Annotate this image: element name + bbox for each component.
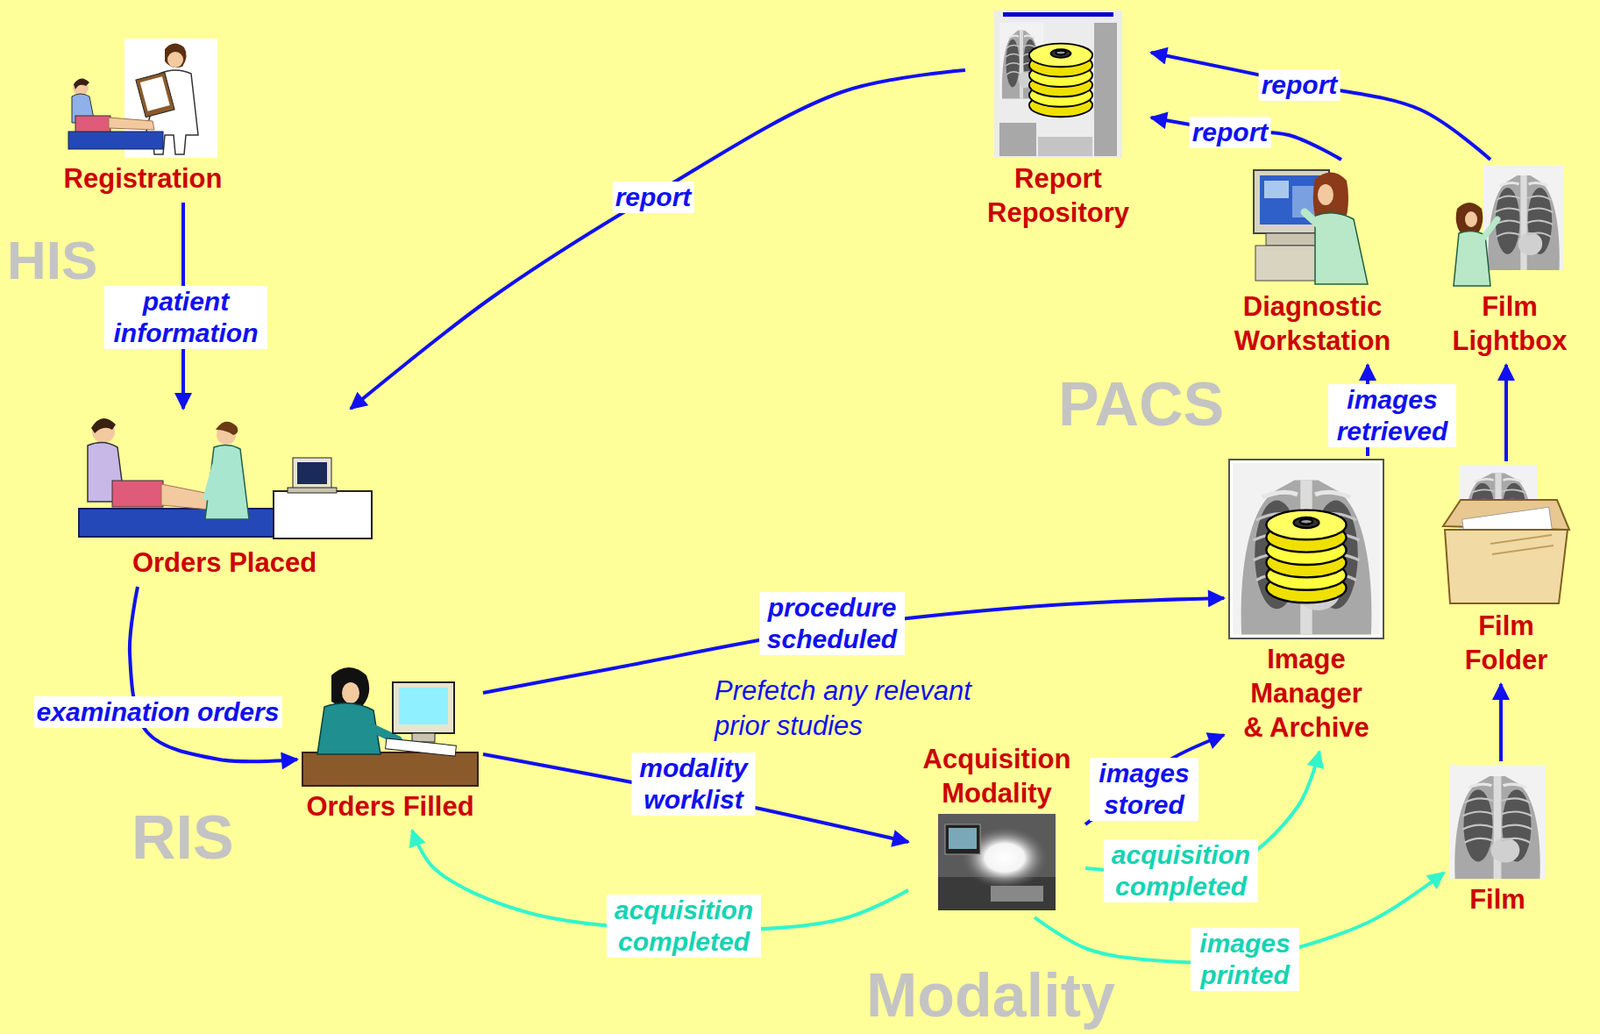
station-node: Film Lightbox	[1438, 159, 1581, 365]
node-label: Film	[1469, 881, 1526, 917]
flow-label: acquisition completed	[1103, 839, 1259, 903]
flow-label: acquisition completed	[606, 894, 761, 958]
icon-slot	[1251, 163, 1374, 286]
station-node: Orders Filled	[297, 659, 484, 831]
flow-label: report	[1189, 116, 1272, 149]
icon-slot	[75, 412, 374, 542]
station-node: Orders Placed	[70, 408, 379, 587]
node-label: Image Manager & Archive	[1239, 641, 1373, 745]
node-label: Orders Placed	[132, 545, 317, 580]
lightbox-illustration	[1453, 164, 1565, 286]
node-label: Acquisition Modality	[913, 741, 1081, 811]
flow-label: images printed	[1190, 927, 1300, 991]
station-node: Image Manager & Archive	[1223, 455, 1389, 752]
icon-slot	[302, 662, 478, 786]
orders-placed-illustration	[78, 418, 372, 539]
flow-label: report	[612, 181, 695, 214]
icon-slot	[1229, 459, 1384, 639]
flow-label: procedure scheduled	[759, 591, 905, 655]
station-node: Report Repository	[965, 7, 1152, 237]
node-label: Film Lightbox	[1443, 289, 1576, 358]
note-text: Prefetch any relevant prior studies	[714, 673, 1013, 744]
station-node: Registration	[58, 35, 228, 203]
archive-illustration	[1229, 459, 1384, 639]
flow-label: report	[1258, 69, 1341, 101]
node-label: Registration	[64, 161, 223, 196]
node-label: Orders Filled	[305, 789, 474, 824]
system-region-label: RIS	[131, 806, 235, 868]
flow-arrow	[1151, 117, 1342, 160]
icon-slot	[938, 813, 1056, 911]
flow-arrow	[1151, 52, 1491, 160]
modality-illustration	[938, 813, 1056, 911]
icon-slot	[65, 38, 221, 158]
flow-arrow	[350, 70, 966, 409]
icon-slot	[1452, 163, 1567, 286]
station-node: Film	[1443, 760, 1551, 924]
flow-arrow	[1499, 683, 1503, 761]
station-node: Diagnostic Workstation	[1223, 159, 1401, 365]
film-folder-illustration	[1443, 464, 1570, 604]
system-region-label: PACS	[1058, 373, 1224, 435]
flow-label: images retrieved	[1328, 384, 1457, 448]
node-label: Diagnostic Workstation	[1229, 289, 1396, 358]
flow-arrow	[1085, 734, 1224, 825]
registration-illustration	[68, 38, 218, 158]
flow-label: images stored	[1089, 757, 1199, 821]
flow-label: patient information	[104, 285, 268, 349]
orders-filled-illustration	[302, 667, 478, 786]
flow-label: modality worklist	[632, 752, 756, 816]
report-repository-illustration	[994, 10, 1123, 158]
flow-label: examination orders	[34, 696, 283, 728]
station-node: Acquisition Modality	[908, 738, 1086, 918]
node-label: Film Folder	[1449, 608, 1564, 677]
workstation-illustration	[1253, 170, 1368, 285]
icon-slot	[1440, 464, 1572, 605]
station-node: Film Folder	[1435, 461, 1578, 684]
icon-slot	[994, 10, 1123, 158]
system-region-label: Modality	[866, 964, 1116, 1026]
flow-arrow	[129, 586, 298, 761]
flow-arrow	[1504, 364, 1508, 462]
node-label: Report Repository	[970, 161, 1146, 230]
film-illustration	[1449, 764, 1546, 879]
system-region-label: HIS	[7, 233, 98, 288]
icon-slot	[1449, 764, 1546, 879]
